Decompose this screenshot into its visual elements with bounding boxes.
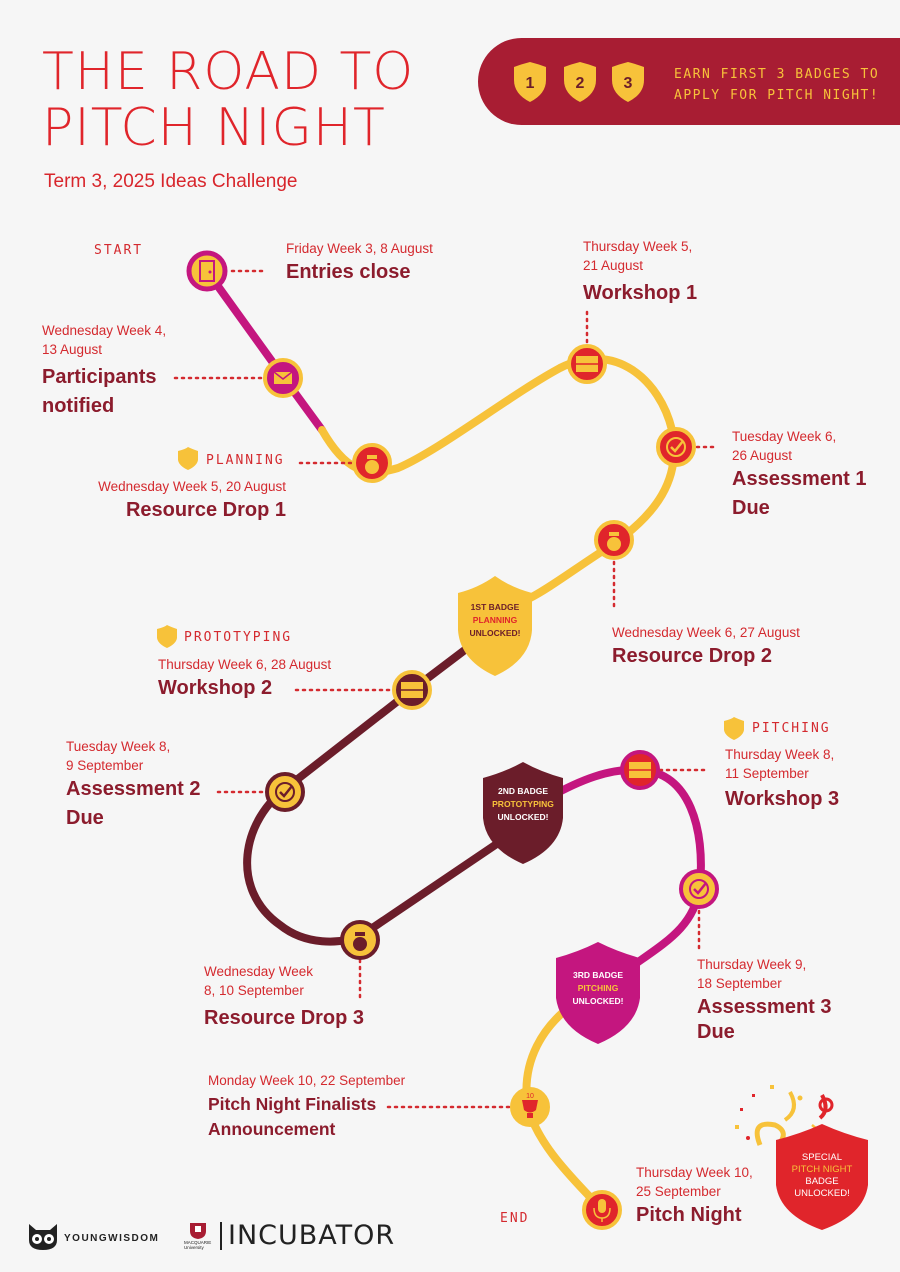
- badge-special-shield: SPECIAL PITCH NIGHT BADGE UNLOCKED!: [776, 1124, 868, 1230]
- trophy-icon: 10: [510, 1087, 550, 1127]
- route-segment-start: [203, 267, 326, 434]
- incubator-logo: INCUBATOR: [228, 1220, 396, 1251]
- milestone-assessment-1: Tuesday Week 6, 26 August Assessment 1 D…: [732, 429, 867, 519]
- svg-text:1: 1: [526, 75, 535, 92]
- milestone-workshop-2: Thursday Week 6, 28 August Workshop 2: [158, 657, 332, 699]
- svg-text:UNLOCKED!: UNLOCKED!: [498, 812, 549, 822]
- svg-text:PROTOTYPING: PROTOTYPING: [492, 799, 554, 809]
- svg-text:2ND BADGE: 2ND BADGE: [498, 786, 548, 796]
- svg-text:10: 10: [526, 1093, 534, 1100]
- assessment-check-icon-1: [656, 427, 696, 467]
- svg-text:3RD BADGE: 3RD BADGE: [573, 970, 623, 980]
- svg-text:1ST BADGE: 1ST BADGE: [471, 602, 520, 612]
- youngwisdom-owl-icon: [29, 1224, 57, 1250]
- badge-second-shield: 2ND BADGE PROTOTYPING UNLOCKED!: [483, 762, 563, 864]
- svg-text:2: 2: [576, 75, 585, 92]
- title-line-2: PITCH NIGHT: [42, 98, 386, 158]
- stage-planning-label: PLANNING: [206, 453, 285, 468]
- assessment-check-icon-3: [679, 869, 719, 909]
- milestone-assessment-2: Tuesday Week 8, 9 September Assessment 2…: [66, 739, 201, 829]
- stage-prototyping-label: PROTOTYPING: [184, 630, 293, 645]
- banner-badge-2-icon: 2: [564, 62, 596, 102]
- milestone-resource-drop-1: Wednesday Week 5, 20 August Resource Dro…: [98, 479, 286, 521]
- route-segment-pitching: [544, 765, 705, 979]
- badge-third-shield: 3RD BADGE PITCHING UNLOCKED!: [556, 942, 640, 1044]
- milestone-finalists: Monday Week 10, 22 September Pitch Night…: [208, 1073, 406, 1139]
- svg-text:UNLOCKED!: UNLOCKED!: [794, 1188, 849, 1199]
- milestone-entries-close: Friday Week 3, 8 August Entries close: [286, 241, 433, 283]
- milestone-participants-notified: Wednesday Week 4, 13 August Participants…: [42, 323, 167, 417]
- workshop-icon-1: [567, 344, 607, 384]
- milestone-resource-drop-3: Wednesday Week 8, 10 September Resource …: [204, 964, 365, 1029]
- resource-bag-icon-1: [352, 443, 392, 483]
- milestone-workshop-1: Thursday Week 5, 21 August Workshop 1: [583, 239, 698, 304]
- banner-text: EARN FIRST 3 BADGES TO APPLY FOR PITCH N…: [674, 67, 880, 103]
- stage-pitching-label: PITCHING: [752, 721, 831, 736]
- banner-badges: 1 2 3: [514, 62, 644, 102]
- svg-text:PITCH NIGHT: PITCH NIGHT: [792, 1164, 853, 1175]
- badge-banner: [478, 38, 900, 125]
- macquarie-crest-icon: [190, 1223, 206, 1239]
- milestone-resource-drop-2: Wednesday Week 6, 27 August Resource Dro…: [612, 625, 800, 667]
- svg-text:UNLOCKED!: UNLOCKED!: [470, 628, 521, 638]
- confetti-decoration: [735, 1085, 834, 1147]
- page-title: THE ROAD TO PITCH NIGHT: [42, 44, 414, 156]
- banner-badge-3-icon: 3: [612, 62, 644, 102]
- milestone-assessment-3: Thursday Week 9, 18 September Assessment…: [697, 957, 832, 1043]
- svg-text:PLANNING: PLANNING: [473, 615, 518, 625]
- youngwisdom-logo: YOUNGWISDOM: [64, 1233, 160, 1244]
- workshop-icon-3: [620, 750, 660, 790]
- milestone-pitch-night: Thursday Week 10, 25 September Pitch Nig…: [636, 1165, 753, 1226]
- macquarie-logo: MACQUARIE University: [184, 1240, 212, 1250]
- workshop-icon-2: [392, 670, 432, 710]
- title-line-1: THE ROAD TO: [42, 42, 415, 102]
- planning-shield-icon: [178, 447, 198, 470]
- banner-badge-1-icon: 1: [514, 62, 546, 102]
- prototyping-shield-icon: [157, 625, 177, 648]
- svg-text:BADGE: BADGE: [805, 1176, 838, 1187]
- svg-text:PITCHING: PITCHING: [578, 983, 619, 993]
- badge-first-shield: 1ST BADGE PLANNING UNLOCKED!: [458, 576, 532, 676]
- logo-divider: [220, 1222, 222, 1250]
- end-label: END: [500, 1211, 530, 1226]
- envelope-icon: [263, 358, 303, 398]
- resource-bag-icon-2: [594, 520, 634, 560]
- svg-text:UNLOCKED!: UNLOCKED!: [573, 996, 624, 1006]
- resource-bag-icon-3: [340, 920, 380, 960]
- svg-text:SPECIAL: SPECIAL: [802, 1152, 842, 1163]
- start-door-icon: [186, 250, 228, 292]
- svg-text:3: 3: [624, 75, 633, 92]
- start-label: START: [94, 243, 144, 258]
- milestone-workshop-3: Thursday Week 8, 11 September Workshop 3: [725, 747, 840, 810]
- microphone-icon: [582, 1190, 622, 1230]
- pitching-shield-icon: [724, 717, 744, 740]
- page-subtitle: Term 3, 2025 Ideas Challenge: [44, 171, 298, 192]
- assessment-check-icon-2: [265, 772, 305, 812]
